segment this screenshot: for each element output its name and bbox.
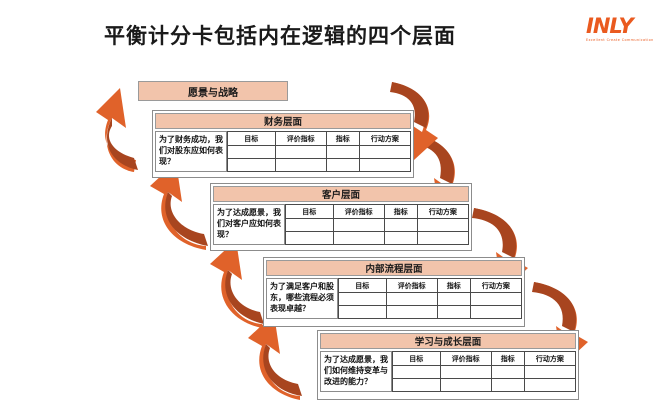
column-header: 指标	[490, 351, 525, 366]
table-header-row: 目标 评价指标 指标 行动方案	[392, 351, 577, 366]
cell[interactable]	[332, 218, 385, 232]
panel-title: 学习与成长层面	[320, 333, 576, 349]
logo-tagline: Excellent Create Communication	[586, 38, 654, 42]
arrow-up-left-3	[210, 240, 264, 328]
cell[interactable]	[285, 218, 334, 232]
cell[interactable]	[385, 292, 438, 306]
panel-question: 为了达成愿景，我们如何维持变革与改进的能力？	[320, 351, 392, 392]
column-header: 行动方案	[523, 351, 577, 366]
panel-question: 为了达成愿景，我们对客户应如何表现？	[213, 204, 285, 245]
panel-grid[interactable]: 目标 评价指标 指标 行动方案	[338, 278, 523, 319]
cell[interactable]	[523, 378, 577, 392]
cell[interactable]	[469, 292, 523, 306]
column-header: 行动方案	[469, 278, 523, 293]
panel-body: 为了财务成功，我们对股东应如何表现？ 目标 评价指标 指标 行动方案	[155, 131, 412, 172]
cell[interactable]	[338, 292, 387, 306]
table-row	[338, 305, 523, 319]
column-header: 行动方案	[358, 131, 412, 146]
cell[interactable]	[392, 365, 441, 379]
cell[interactable]	[439, 378, 492, 392]
column-header: 行动方案	[416, 204, 470, 219]
page-title: 平衡计分卡包括内在逻辑的四个层面	[104, 24, 456, 48]
table-row	[285, 218, 470, 232]
cell[interactable]	[392, 378, 441, 392]
column-header: 指标	[383, 204, 418, 219]
panel-grid[interactable]: 目标 评价指标 指标 行动方案	[285, 204, 470, 245]
panel-grid[interactable]: 目标 评价指标 指标 行动方案	[392, 351, 577, 392]
column-header: 指标	[436, 278, 471, 293]
table-row	[285, 231, 470, 245]
table-header-row: 目标 评价指标 指标 行动方案	[227, 131, 412, 146]
panel-title: 客户层面	[213, 186, 469, 202]
column-header: 评价指标	[439, 351, 492, 366]
column-header: 指标	[325, 131, 360, 146]
cell[interactable]	[274, 145, 327, 159]
panel-body: 为了达成愿景，我们如何维持变革与改进的能力？ 目标 评价指标 指标 行动方案	[320, 351, 577, 392]
table-header-row: 目标 评价指标 指标 行动方案	[285, 204, 470, 219]
column-header: 评价指标	[274, 131, 327, 146]
table-row	[227, 145, 412, 159]
panel-learning-growth[interactable]: 学习与成长层面 为了达成愿景，我们如何维持变革与改进的能力？ 目标 评价指标 指…	[317, 330, 579, 400]
logo-wordmark: INLY	[586, 14, 634, 38]
inly-logo: INLY Excellent Create Communication	[586, 14, 654, 48]
arrow-up-left-1	[96, 88, 138, 172]
cell[interactable]	[227, 158, 276, 172]
panel-internal-process[interactable]: 内部流程层面 为了满足客户和股东，哪些流程必须表现卓越？ 目标 评价指标 指标 …	[263, 257, 525, 327]
cell[interactable]	[325, 158, 360, 172]
cell[interactable]	[490, 378, 525, 392]
cell[interactable]	[358, 145, 412, 159]
panel-financial[interactable]: 财务层面 为了财务成功，我们对股东应如何表现？ 目标 评价指标 指标 行动方案	[152, 110, 414, 178]
cell[interactable]	[436, 292, 471, 306]
cell[interactable]	[416, 218, 470, 232]
panel-question: 为了满足客户和股东，哪些流程必须表现卓越？	[266, 278, 338, 319]
table-row	[338, 292, 523, 306]
cell[interactable]	[469, 305, 523, 319]
cell[interactable]	[358, 158, 412, 172]
table-row	[392, 378, 577, 392]
cell[interactable]	[325, 145, 360, 159]
cell[interactable]	[285, 231, 334, 245]
panel-customer[interactable]: 客户层面 为了达成愿景，我们对客户应如何表现？ 目标 评价指标 指标 行动方案	[210, 183, 472, 251]
table-row	[227, 158, 412, 172]
panel-grid[interactable]: 目标 评价指标 指标 行动方案	[227, 131, 412, 172]
panel-body: 为了达成愿景，我们对客户应如何表现？ 目标 评价指标 指标 行动方案	[213, 204, 470, 245]
cell[interactable]	[385, 305, 438, 319]
column-header: 评价指标	[332, 204, 385, 219]
cell[interactable]	[332, 231, 385, 245]
cell[interactable]	[490, 365, 525, 379]
vision-strategy-box[interactable]: 愿景与战略	[138, 81, 288, 101]
table-header-row: 目标 评价指标 指标 行动方案	[338, 278, 523, 293]
panel-title: 内部流程层面	[266, 260, 522, 276]
panel-body: 为了满足客户和股东，哪些流程必须表现卓越？ 目标 评价指标 指标 行动方案	[266, 278, 523, 319]
column-header: 目标	[338, 278, 387, 293]
column-header: 目标	[392, 351, 441, 366]
column-header: 目标	[285, 204, 334, 219]
vision-strategy-label: 愿景与战略	[188, 87, 238, 99]
column-header: 评价指标	[385, 278, 438, 293]
cell[interactable]	[383, 218, 418, 232]
cell[interactable]	[383, 231, 418, 245]
table-row	[392, 365, 577, 379]
cell[interactable]	[338, 305, 387, 319]
panel-question: 为了财务成功，我们对股东应如何表现？	[155, 131, 227, 172]
panel-title: 财务层面	[155, 113, 411, 129]
column-header: 目标	[227, 131, 276, 146]
cell[interactable]	[439, 365, 492, 379]
cell[interactable]	[416, 231, 470, 245]
cell[interactable]	[227, 145, 276, 159]
cell[interactable]	[523, 365, 577, 379]
cell[interactable]	[436, 305, 471, 319]
cell[interactable]	[274, 158, 327, 172]
